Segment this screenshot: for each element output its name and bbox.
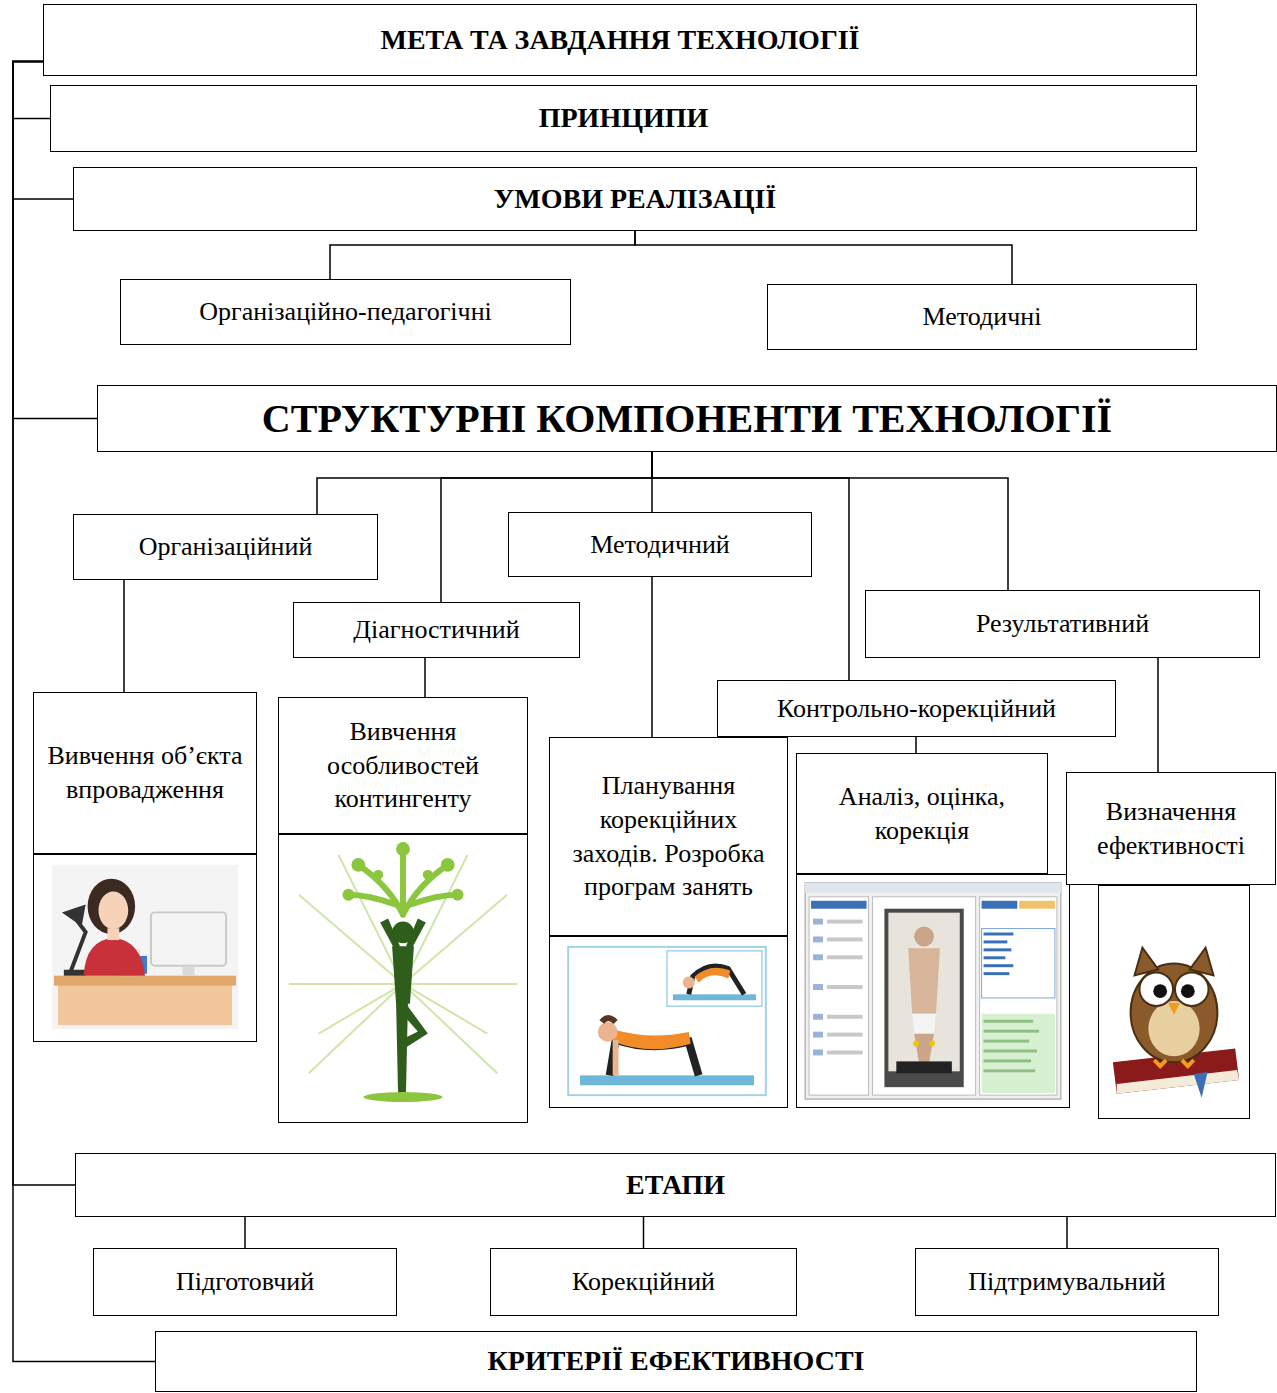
box-label: Організаційний <box>82 530 369 564</box>
exercise-illustration <box>550 937 787 1107</box>
component-box: Підтримувальний <box>915 1248 1219 1316</box>
heading-text: УМОВИ РЕАЛІЗАЦІЇ <box>82 181 1188 217</box>
box-label: Корекційний <box>499 1265 788 1299</box>
heading-box: КРИТЕРІЇ ЕФЕКТИВНОСТІ <box>155 1331 1197 1392</box>
heading-box: СТРУКТУРНІ КОМПОНЕНТИ ТЕХНОЛОГІЇ <box>97 385 1277 452</box>
connector <box>330 231 635 279</box>
illustration-frame <box>1098 885 1250 1119</box>
connector <box>123 580 125 692</box>
connector <box>651 577 653 737</box>
heading-box: ЕТАПИ <box>75 1153 1276 1217</box>
heading-box: МЕТА ТА ЗАВДАННЯ ТЕХНОЛОГІЇ <box>43 4 1197 76</box>
component-box: Організаційний <box>73 514 378 580</box>
heading-text: МЕТА ТА ЗАВДАННЯ ТЕХНОЛОГІЇ <box>52 22 1188 58</box>
heading-box: УМОВИ РЕАЛІЗАЦІЇ <box>73 167 1197 231</box>
connector <box>1066 1217 1068 1248</box>
desk-illustration <box>34 855 256 1041</box>
heading-box: ПРИНЦИПИ <box>50 85 1197 152</box>
box-label: Визначення ефективності <box>1075 795 1267 863</box>
component-box: Вивчення об’єкта впровадження <box>33 692 257 854</box>
illustration-frame <box>549 936 788 1108</box>
component-box: Методичний <box>508 512 812 577</box>
box-label: Організаційно-педагогічні <box>129 295 562 329</box>
box-label: Діагностичний <box>302 613 571 647</box>
connector <box>244 1217 246 1248</box>
connector <box>317 452 652 514</box>
component-box: Планування корекційних заходів. Розробка… <box>549 737 788 936</box>
connector <box>1157 658 1159 772</box>
component-box: Контрольно-корекційний <box>717 680 1116 737</box>
box-label: Аналіз, оцінка, корекція <box>805 780 1039 848</box>
box-label: Вивчення особливостей контингенту <box>287 715 519 816</box>
component-box: Діагностичний <box>293 602 580 658</box>
box-label: Підготовчий <box>102 1265 388 1299</box>
owl-illustration <box>1099 886 1249 1118</box>
box-label: Планування корекційних заходів. Розробка… <box>558 769 779 904</box>
heading-text: ЕТАПИ <box>84 1167 1267 1203</box>
yoga-tree-illustration <box>279 835 527 1122</box>
box-label: Методичні <box>776 300 1188 334</box>
illustration-frame <box>33 854 257 1042</box>
component-box: Результативний <box>865 590 1260 658</box>
heading-text: СТРУКТУРНІ КОМПОНЕНТИ ТЕХНОЛОГІЇ <box>106 393 1268 445</box>
component-box: Визначення ефективності <box>1066 772 1276 885</box>
box-label: Результативний <box>874 607 1251 641</box>
heading-text: ПРИНЦИПИ <box>59 100 1188 136</box>
box-label: Підтримувальний <box>924 1265 1210 1299</box>
connector <box>635 231 1012 284</box>
connector <box>424 658 426 697</box>
box-label: Контрольно-корекційний <box>726 692 1107 726</box>
software-screenshot <box>797 875 1069 1107</box>
component-box: Організаційно-педагогічні <box>120 279 571 345</box>
component-box: Аналіз, оцінка, корекція <box>796 753 1048 874</box>
illustration-frame <box>796 874 1070 1108</box>
box-label: Вивчення об’єкта впровадження <box>42 739 248 807</box>
component-box: Корекційний <box>490 1248 797 1316</box>
connector <box>643 1217 645 1248</box>
connector <box>915 737 917 753</box>
component-box: Методичні <box>767 284 1197 350</box>
heading-text: КРИТЕРІЇ ЕФЕКТИВНОСТІ <box>164 1343 1188 1379</box>
box-label: Методичний <box>517 528 803 562</box>
component-box: Підготовчий <box>93 1248 397 1316</box>
illustration-frame <box>278 834 528 1123</box>
component-box: Вивчення особливостей контингенту <box>278 697 528 834</box>
